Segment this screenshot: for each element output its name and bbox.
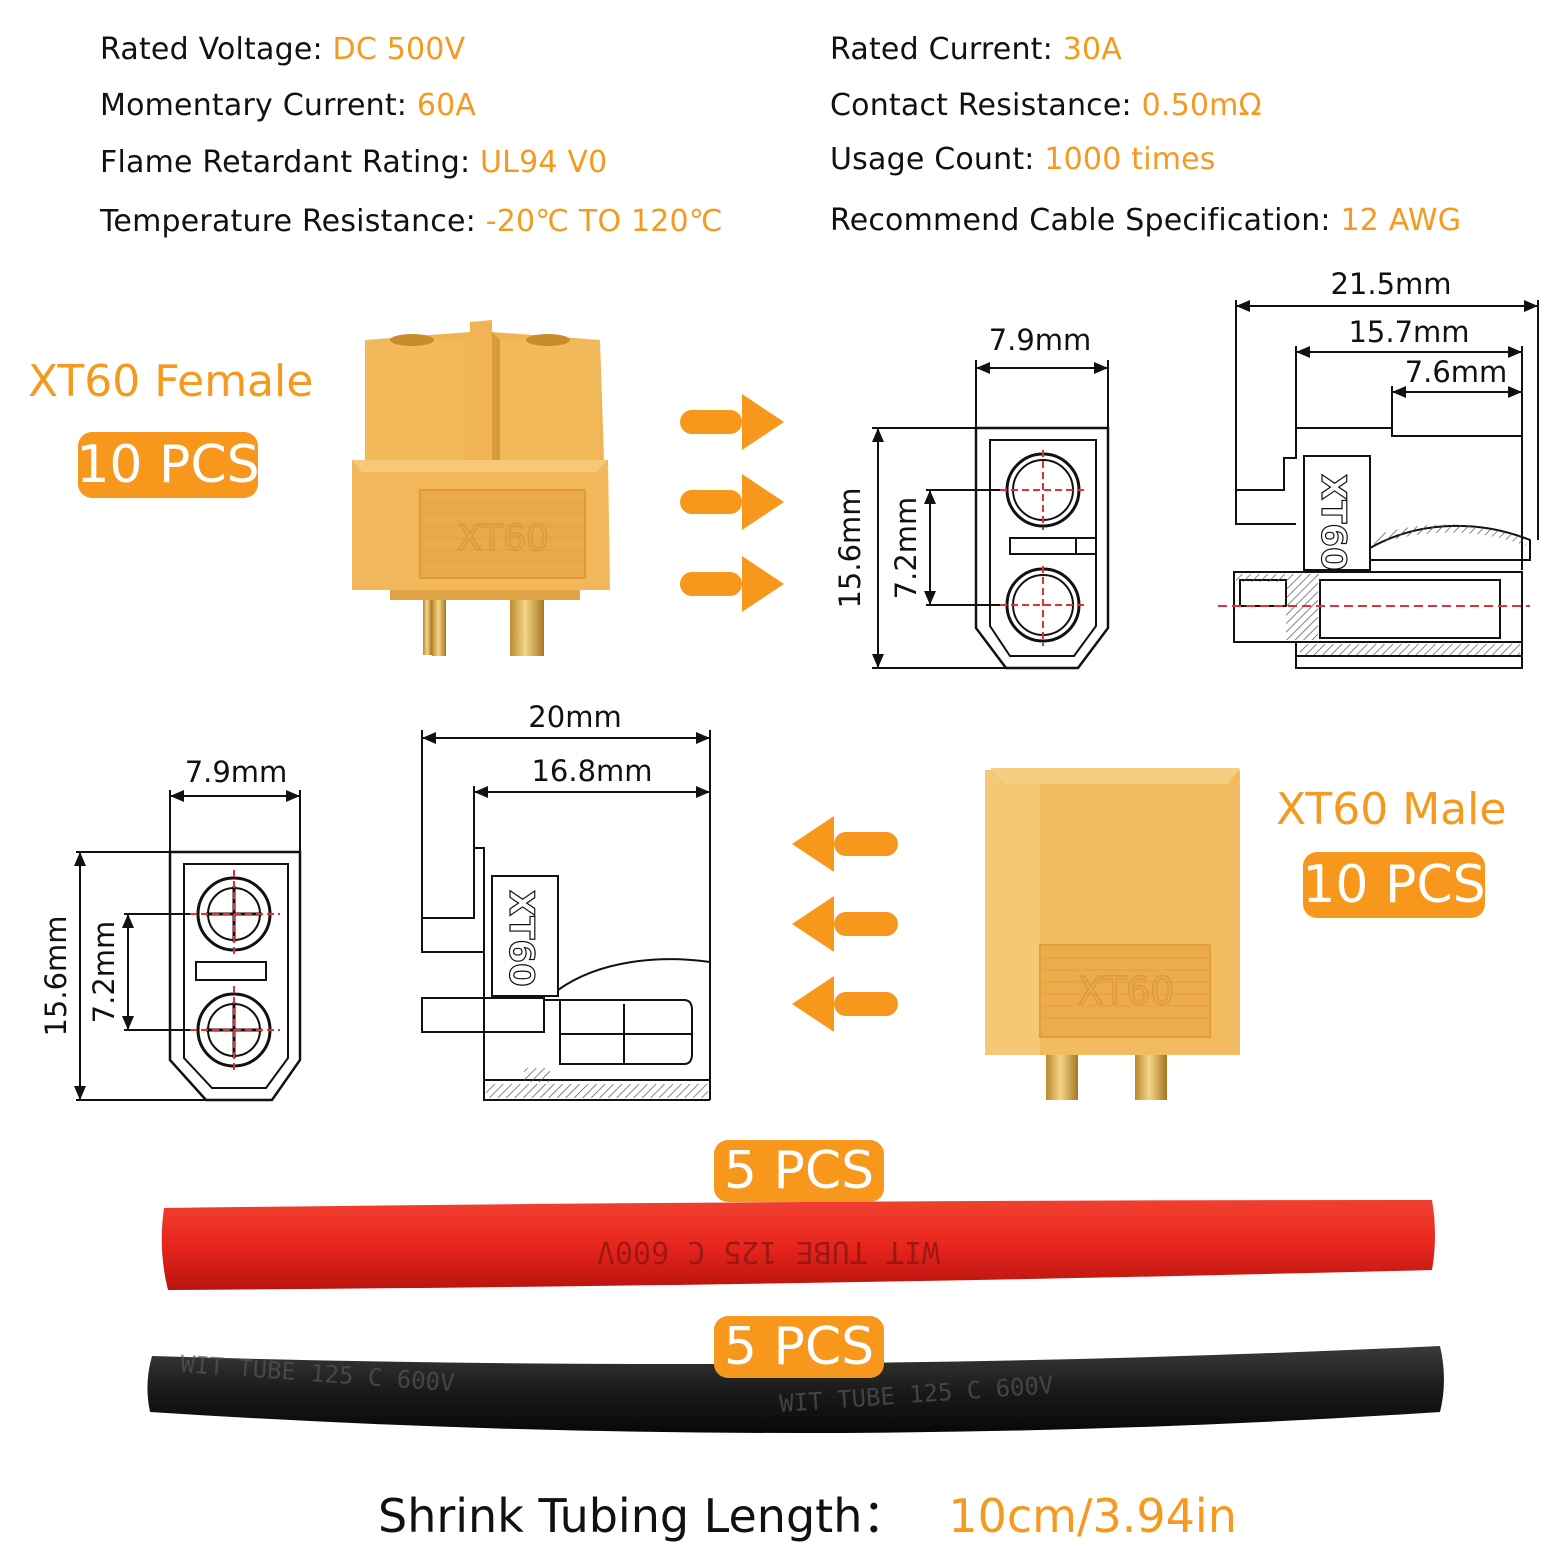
spec-temperature: Temperature Resistance: -20℃ TO 120℃	[100, 204, 723, 239]
female-pitch-label: 7.2mm	[889, 497, 923, 600]
male-width-label: 7.9mm	[185, 755, 288, 789]
female-title: XT60 Female	[28, 356, 314, 407]
female-connector-image: XT60	[352, 320, 610, 656]
spec-usage-count: Usage Count: 1000 times	[830, 142, 1216, 177]
spec-value: 1000 times	[1044, 142, 1216, 177]
spec-label: Flame Retardant Rating:	[100, 145, 481, 180]
female-side-label: XT60	[1313, 474, 1353, 571]
male-height-label: 15.6mm	[39, 915, 73, 1036]
arrow-left-icon	[792, 976, 898, 1032]
female-length-mid-label: 15.7mm	[1348, 315, 1469, 349]
spec-label: Rated Current:	[830, 32, 1063, 67]
female-front-centerlines	[1000, 450, 1086, 646]
tubing-length: Shrink Tubing Length： 10cm/3.94in	[378, 1480, 1237, 1546]
spec-value: 0.50mΩ	[1141, 88, 1262, 123]
male-front-centerlines	[190, 870, 280, 1074]
spec-rated-voltage: Rated Voltage: DC 500V	[100, 32, 465, 67]
spec-label: Recommend Cable Specification:	[830, 203, 1341, 238]
spec-value: DC 500V	[332, 32, 466, 67]
tubing-length-label: Shrink Tubing Length：	[378, 1489, 909, 1543]
arrow-right-icon	[680, 394, 784, 450]
male-pitch-label: 7.2mm	[87, 921, 121, 1024]
male-length-total-label: 20mm	[528, 700, 621, 734]
spec-contact-resistance: Contact Resistance: 0.50mΩ	[830, 88, 1262, 123]
spec-label: Usage Count:	[830, 142, 1045, 177]
red-shrink-tube	[161, 1200, 1435, 1290]
spec-momentary-current: Momentary Current: 60A	[100, 88, 476, 123]
male-side-label: XT60	[501, 890, 541, 987]
arrow-right-icon	[680, 474, 784, 530]
black-tube-count-badge: 5 PCS	[714, 1316, 884, 1378]
male-side-arrowheads	[422, 732, 710, 798]
black-shrink-tube	[147, 1346, 1444, 1433]
left-arrows	[792, 816, 898, 1032]
spec-flame-rating: Flame Retardant Rating: UL94 V0	[100, 145, 607, 180]
spec-rated-current: Rated Current: 30A	[830, 32, 1122, 67]
spec-value: 30A	[1062, 32, 1122, 67]
tubing-length-value: 10cm/3.94in	[948, 1489, 1237, 1543]
male-title: XT60 Male	[1276, 784, 1507, 835]
male-connector-image: XT60	[985, 768, 1240, 1100]
red-tube-print: WIT TUBE 125 C 600V	[597, 1234, 940, 1269]
male-body-text: XT60	[1078, 969, 1175, 1013]
female-body-text: XT60	[457, 518, 549, 559]
spec-label: Contact Resistance:	[830, 88, 1142, 123]
spec-value: -20℃ TO 120℃	[485, 204, 723, 239]
arrow-left-icon	[792, 816, 898, 872]
spec-value: 60A	[416, 88, 477, 123]
female-length-short-label: 7.6mm	[1405, 355, 1508, 389]
female-height-label: 15.6mm	[833, 487, 867, 608]
male-front-arrowheads	[74, 790, 300, 1100]
female-width-label: 7.9mm	[989, 323, 1092, 357]
male-length-mid-label: 16.8mm	[531, 754, 652, 788]
female-side-hatching	[1236, 524, 1526, 655]
arrow-left-icon	[792, 896, 898, 952]
arrow-right-icon	[680, 556, 784, 612]
svg-text:WIT TUBE 125 C 600V: WIT TUBE 125 C 600V	[597, 1234, 940, 1269]
spec-value: 12 AWG	[1340, 203, 1462, 238]
spec-label: Temperature Resistance:	[100, 204, 486, 239]
male-count-badge: 10 PCS	[1302, 852, 1486, 918]
spec-label: Rated Voltage:	[100, 32, 333, 67]
spec-cable: Recommend Cable Specification: 12 AWG	[830, 203, 1461, 238]
spec-value: UL94 V0	[480, 145, 608, 180]
female-count-badge: 10 PCS	[76, 432, 260, 498]
male-side-drawing	[421, 730, 711, 1101]
red-tube-count-badge: 5 PCS	[714, 1140, 884, 1202]
female-side-arrowheads	[1236, 300, 1538, 398]
female-front-arrowheads	[872, 362, 1108, 668]
female-length-total-label: 21.5mm	[1330, 267, 1451, 301]
spec-label: Momentary Current:	[100, 88, 417, 123]
male-side-hatching	[486, 1068, 708, 1098]
right-arrows	[680, 394, 784, 612]
